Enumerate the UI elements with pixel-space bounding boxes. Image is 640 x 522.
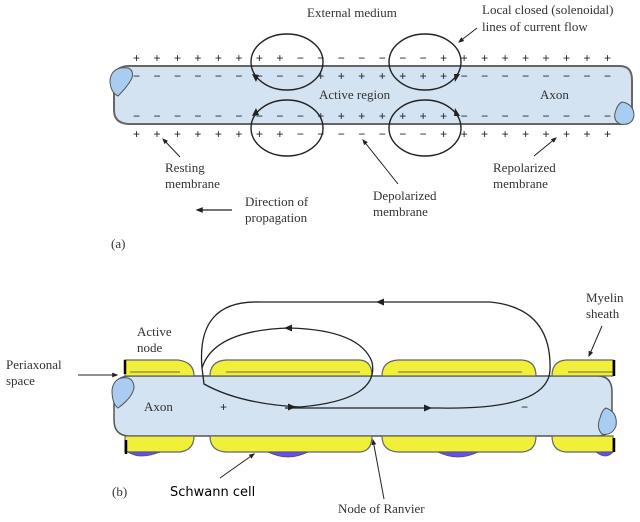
myelin-segment: [551, 435, 614, 453]
current-loop-outer: [200, 301, 551, 409]
flow-arrow-icon: [376, 298, 384, 306]
active-region-label: Active region: [319, 87, 391, 102]
current-flow-pointer: [458, 27, 478, 43]
myelin-segment: [124, 359, 195, 377]
schwann-nucleus: [594, 451, 614, 457]
panel-b-label: (b): [112, 484, 127, 499]
panel-a: + + + + + + + + − − − − − − − + + + + + …: [109, 2, 635, 251]
resting-pointer: [162, 138, 181, 158]
active-node-label-1: Active: [137, 324, 172, 339]
current-loop-top-right: [388, 33, 462, 91]
myelin-pointer: [588, 325, 603, 358]
current-flow-label-line1: Local closed (solenoidal): [482, 2, 613, 17]
myelin-bottom: [124, 435, 614, 458]
axon-b-body: [113, 375, 613, 437]
repolarized-pointer: [533, 137, 557, 157]
schwann-nucleus: [267, 451, 309, 458]
myelin-top: [124, 359, 614, 377]
repolarized-membrane-label-2: membrane: [493, 176, 548, 191]
depolarized-membrane-label-1: Depolarized: [373, 188, 437, 203]
schwann-cell-label: Schwann cell: [170, 485, 255, 500]
myelin-segment: [209, 359, 373, 377]
myelin-sheath-label-1: Myelin: [586, 290, 624, 305]
repolarized-membrane-label-1: Repolarized: [493, 160, 556, 175]
axon-b-right-end: [597, 407, 617, 435]
schwann-pointer: [219, 453, 255, 479]
myelin-segment: [381, 435, 537, 453]
flow-arrow-icon: [284, 324, 292, 332]
external-medium-label: External medium: [307, 5, 397, 20]
resting-membrane-label-1: Resting: [165, 160, 205, 175]
axon-b-left-end: [111, 377, 135, 409]
outer-bottom-signs: + + + + + + + + − − − − − − − + + + + + …: [133, 127, 611, 141]
schwann-nucleus: [437, 451, 479, 458]
flow-arrow-icon: [288, 403, 296, 411]
plus-sign: +: [220, 400, 227, 414]
flow-arrow-icon: [424, 404, 432, 412]
myelin-segment: [209, 435, 373, 453]
loop-arrow-icon: [252, 74, 259, 82]
minus-sign: −: [521, 400, 528, 414]
axon-label-a: Axon: [540, 87, 569, 102]
myelin-segment: [124, 435, 195, 453]
loop-arrow-icon: [454, 74, 460, 82]
loop-arrow-icon: [454, 108, 460, 116]
direction-label-2: propagation: [245, 210, 308, 225]
current-loop-inner: [201, 327, 374, 408]
direction-label-1: Direction of: [245, 194, 309, 209]
periaxonal-label-1: Periaxonal: [6, 357, 62, 372]
ranvier-pointer: [371, 438, 385, 500]
myelin-segment: [551, 359, 614, 377]
myelin-segment: [381, 359, 537, 377]
active-node-label-2: node: [137, 340, 163, 355]
current-loop-bottom-left: [250, 99, 324, 157]
depolarized-pointer: [362, 139, 399, 185]
axon-a-left-end: [109, 67, 133, 97]
resting-membrane-label-2: membrane: [165, 176, 220, 191]
depolarized-membrane-label-2: membrane: [373, 204, 428, 219]
current-flow-label-line2: lines of current flow: [482, 19, 588, 34]
loop-arrow-icon: [252, 108, 259, 116]
axon-a-right-end: [614, 101, 635, 125]
outer-top-signs: + + + + + + + + − − − − − − − + + + + + …: [133, 51, 611, 65]
node-of-ranvier-label: Node of Ranvier: [338, 501, 425, 516]
panel-a-label: (a): [111, 236, 125, 251]
current-loop-bottom-right: [388, 99, 462, 157]
current-loop-top-left: [250, 33, 324, 91]
panel-b: Active node Periaxonal space Axon + − My…: [6, 290, 624, 516]
myelin-sheath-label-2: sheath: [586, 306, 620, 321]
axon-label-b: Axon: [144, 399, 173, 414]
schwann-nucleus: [126, 451, 161, 457]
periaxonal-label-2: space: [6, 373, 35, 388]
